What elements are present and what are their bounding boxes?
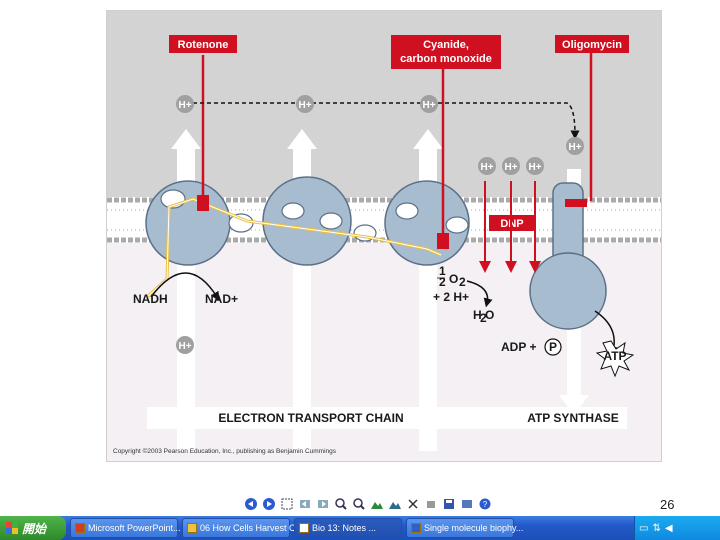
powerpoint-icon [75,523,85,533]
oxygen-label: O [449,272,458,286]
taskbar-item-folder[interactable]: 06 How Cells Harvest C... [182,518,303,538]
next-slide-icon[interactable] [262,497,276,511]
nadh-label: NADH [133,292,168,306]
start-label: 開始 [22,521,47,536]
task-label: Bio 13: Notes ... [312,523,377,533]
atp-synthase-label: ATP SYNTHASE [527,411,619,425]
h-plus-4: H+ [568,142,581,153]
complex-i [145,180,231,266]
slide-navigation-toolbar: ? [244,496,492,512]
adp-label: ADP + [501,340,536,354]
nad-plus-label: NAD+ [205,292,238,306]
figure-frame: Rotenone Cyanide, carbon monoxide Oligom… [106,10,662,462]
windows-flag-icon [6,522,18,534]
two-h-plus-label: + 2 H+ [433,290,469,304]
volume-icon[interactable]: ◀ [664,522,673,534]
complex-iii [262,176,352,266]
task-label: Single molecule biophy... [424,523,524,533]
forward-icon[interactable] [316,497,330,511]
h-plus-7: H+ [528,162,541,173]
save-icon[interactable] [442,497,456,511]
atp-starburst [595,340,635,378]
start-button[interactable]: 開始 [0,516,66,540]
rotenone-label: Rotenone [178,39,229,51]
etc-label: ELECTRON TRANSPORT CHAIN [218,411,403,425]
svg-text:?: ? [483,500,488,509]
taskbar-item-powerpoint[interactable]: Microsoft PowerPoint... [70,518,181,538]
atp-synthase-head [529,252,607,330]
zoom-in-icon[interactable] [334,497,348,511]
electron-transport-diagram: Rotenone Cyanide, carbon monoxide Oligom… [107,11,661,461]
water-o: O [485,308,494,322]
carbon-monoxide-label: carbon monoxide [400,53,492,65]
water-sub: 2 [480,311,487,325]
h-plus-8: H+ [178,341,191,352]
fullscreen-icon[interactable] [280,497,294,511]
copyright-text: Copyright ©2003 Pearson Education, Inc.,… [113,448,337,455]
h-plus-6: H+ [504,162,517,173]
landscape-2-icon[interactable] [388,497,402,511]
oxygen-sub: 2 [459,275,466,289]
oligomycin-block [565,199,587,207]
water-h: H [473,308,482,322]
oligomycin-label-box [555,35,629,53]
back-icon[interactable] [298,497,312,511]
cyanide-label: Cyanide, [423,39,469,51]
folder-icon [187,523,197,533]
h-plus-2: H+ [298,100,311,111]
proton-markers [176,95,584,354]
bottom-label-bar [147,407,627,429]
page-number: 26 [660,497,675,512]
oligomycin-label: Oligomycin [562,39,622,51]
help-icon[interactable]: ? [478,497,492,511]
slide: Rotenone Cyanide, carbon monoxide Oligom… [106,10,675,512]
tools-icon[interactable] [424,497,438,511]
half-den: 2 [439,275,446,289]
keyboard-icon[interactable]: ▭ [639,522,649,534]
task-label: Microsoft PowerPoint... [88,523,181,533]
landscape-icon[interactable] [370,497,384,511]
cyanide-label-box [391,35,501,69]
close-icon[interactable] [406,497,420,511]
network-icon[interactable]: ⇅ [652,522,661,534]
h-plus-5: H+ [480,162,493,173]
system-tray: ▭ ⇅ ◀ [634,516,720,540]
task-label: 06 How Cells Harvest C... [200,523,304,533]
cyanide-block [437,233,449,249]
windows-taskbar: 開始 Microsoft PowerPoint... 06 How Cells … [0,516,720,540]
h-plus-3: H+ [422,100,435,111]
taskbar-item-notes[interactable]: Bio 13: Notes ... [294,518,402,538]
rotenone-block [197,195,209,211]
h-plus-1: H+ [178,100,191,111]
zoom-out-icon[interactable] [352,497,366,511]
document-icon [299,523,309,533]
edit-icon[interactable] [460,497,474,511]
half-num: 1 [439,264,446,278]
word-icon [411,523,421,533]
atp-label: ATP [603,349,626,363]
prev-slide-icon[interactable] [244,497,258,511]
rotenone-label-box [169,35,237,53]
phosphate-label: P [549,340,557,354]
taskbar-item-word[interactable]: Single molecule biophy... [406,518,523,538]
